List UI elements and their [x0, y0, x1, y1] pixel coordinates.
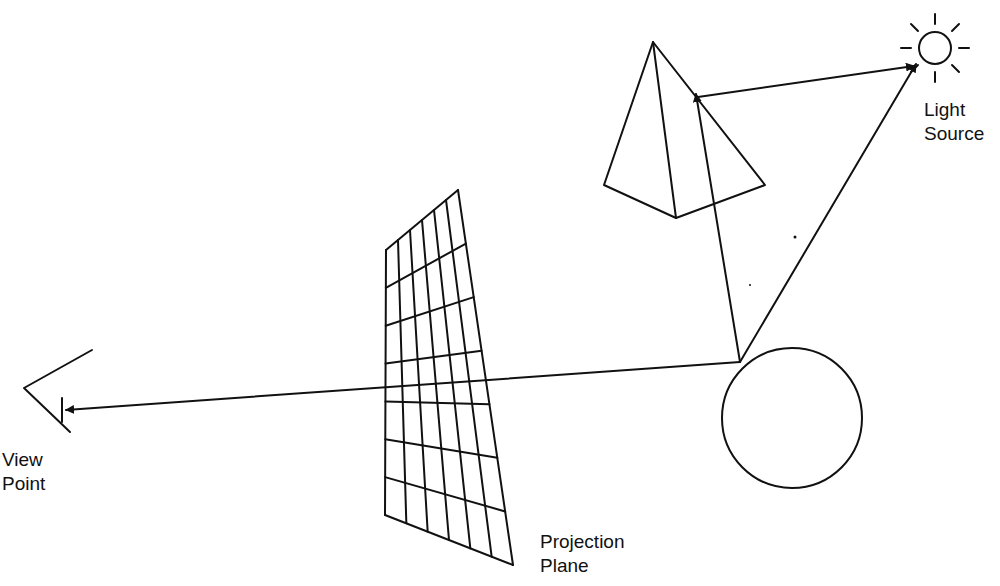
pyramid [604, 42, 765, 218]
eye-symbol [24, 350, 92, 432]
light-source-label: Light Source [924, 98, 996, 146]
projection-plane-label: Projection Plane [540, 530, 652, 578]
grid-line [385, 401, 489, 404]
grid-line [458, 190, 513, 565]
grid-line [386, 190, 458, 250]
grid-line [385, 250, 386, 515]
light-ray [66, 64, 916, 410]
grid-line [385, 515, 513, 565]
grid-line [386, 244, 466, 288]
grid-line [386, 351, 482, 364]
grid-line [385, 439, 497, 458]
view-point-label: View Point [2, 448, 64, 496]
grid-line [385, 477, 505, 511]
sphere [722, 348, 862, 488]
grid-line [386, 297, 474, 326]
grid-line [434, 210, 470, 548]
projection-grid [385, 190, 513, 565]
